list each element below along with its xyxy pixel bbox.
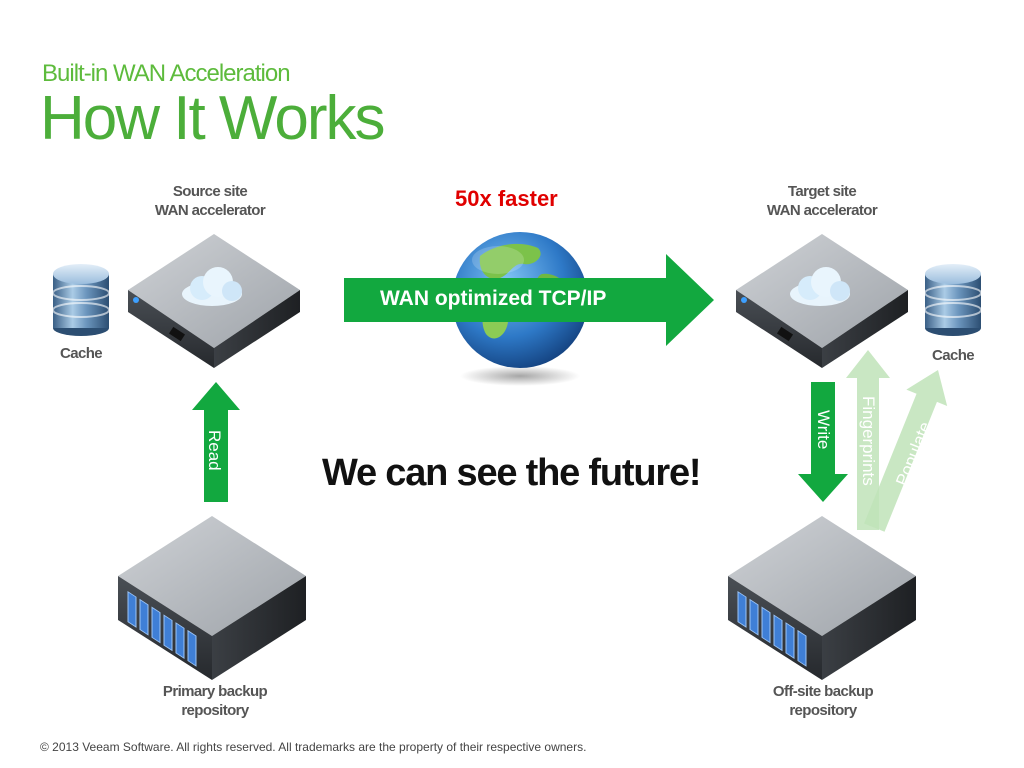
wan-optimized-arrow bbox=[344, 254, 714, 346]
source-cache-database-icon bbox=[52, 264, 110, 336]
populate-arrow bbox=[864, 370, 948, 532]
offsite-repository-label: Off-site backup repository bbox=[736, 682, 910, 720]
copyright-footer: © 2013 Veeam Software. All rights reserv… bbox=[40, 740, 587, 754]
write-arrow-label: Write bbox=[814, 410, 833, 450]
target-label-line1: Target site bbox=[787, 183, 857, 200]
read-arrow bbox=[192, 382, 240, 502]
source-cache-label: Cache bbox=[59, 345, 103, 362]
target-cache-database-icon bbox=[924, 264, 982, 336]
tagline: We can see the future! bbox=[322, 452, 702, 494]
offsite-label-line1: Off-site backup bbox=[772, 683, 874, 700]
slide-subtitle: Built-in WAN Acceleration bbox=[42, 60, 291, 87]
target-label-line2: WAN accelerator bbox=[766, 202, 878, 219]
offsite-storage-array-icon bbox=[728, 516, 916, 680]
source-label-line1: Source site bbox=[172, 183, 248, 200]
fingerprints-arrow bbox=[846, 350, 890, 530]
speed-label: 50x faster bbox=[455, 186, 558, 211]
fingerprints-arrow-label: Fingerprints bbox=[859, 396, 878, 486]
primary-repository-label: Primary backup repository bbox=[130, 682, 300, 720]
read-arrow-label: Read bbox=[205, 430, 224, 471]
target-accelerator-label: Target site WAN accelerator bbox=[752, 182, 892, 220]
wan-arrow-label: WAN optimized TCP/IP bbox=[380, 287, 607, 310]
primary-label-line2: repository bbox=[181, 702, 249, 719]
offsite-label-line2: repository bbox=[789, 702, 857, 719]
source-accelerator-label: Source site WAN accelerator bbox=[140, 182, 280, 220]
target-server-cloud-icon bbox=[736, 234, 908, 368]
source-label-line2: WAN accelerator bbox=[154, 202, 266, 219]
primary-label-line1: Primary backup bbox=[162, 683, 268, 700]
primary-storage-array-icon bbox=[118, 516, 306, 680]
slide-title: How It Works bbox=[40, 84, 385, 153]
write-arrow bbox=[798, 382, 848, 502]
target-cache-label: Cache bbox=[931, 347, 975, 364]
source-server-cloud-icon bbox=[128, 234, 300, 368]
